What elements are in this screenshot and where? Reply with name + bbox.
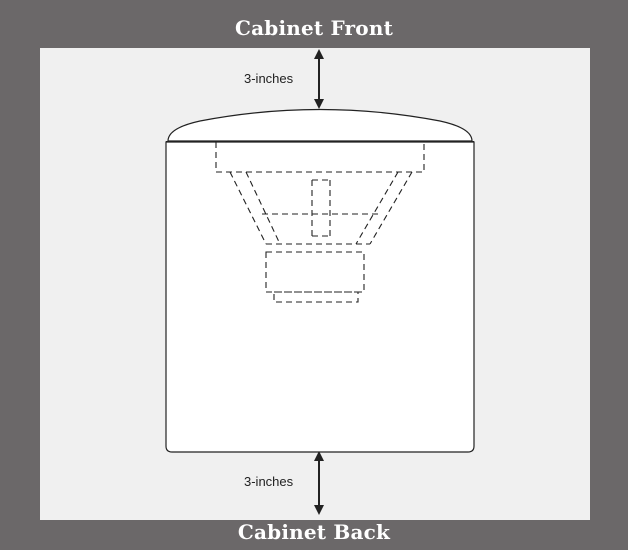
bottom-gap-label: 3-inches <box>244 474 294 489</box>
top-gap-label: 3-inches <box>244 71 294 86</box>
grille-arc <box>167 108 473 142</box>
cabinet-front-label: Cabinet Front <box>234 16 394 40</box>
enclosure-box <box>165 141 475 453</box>
cabinet-back-label: Cabinet Back <box>237 520 391 544</box>
speaker-driver-outline <box>215 141 425 303</box>
